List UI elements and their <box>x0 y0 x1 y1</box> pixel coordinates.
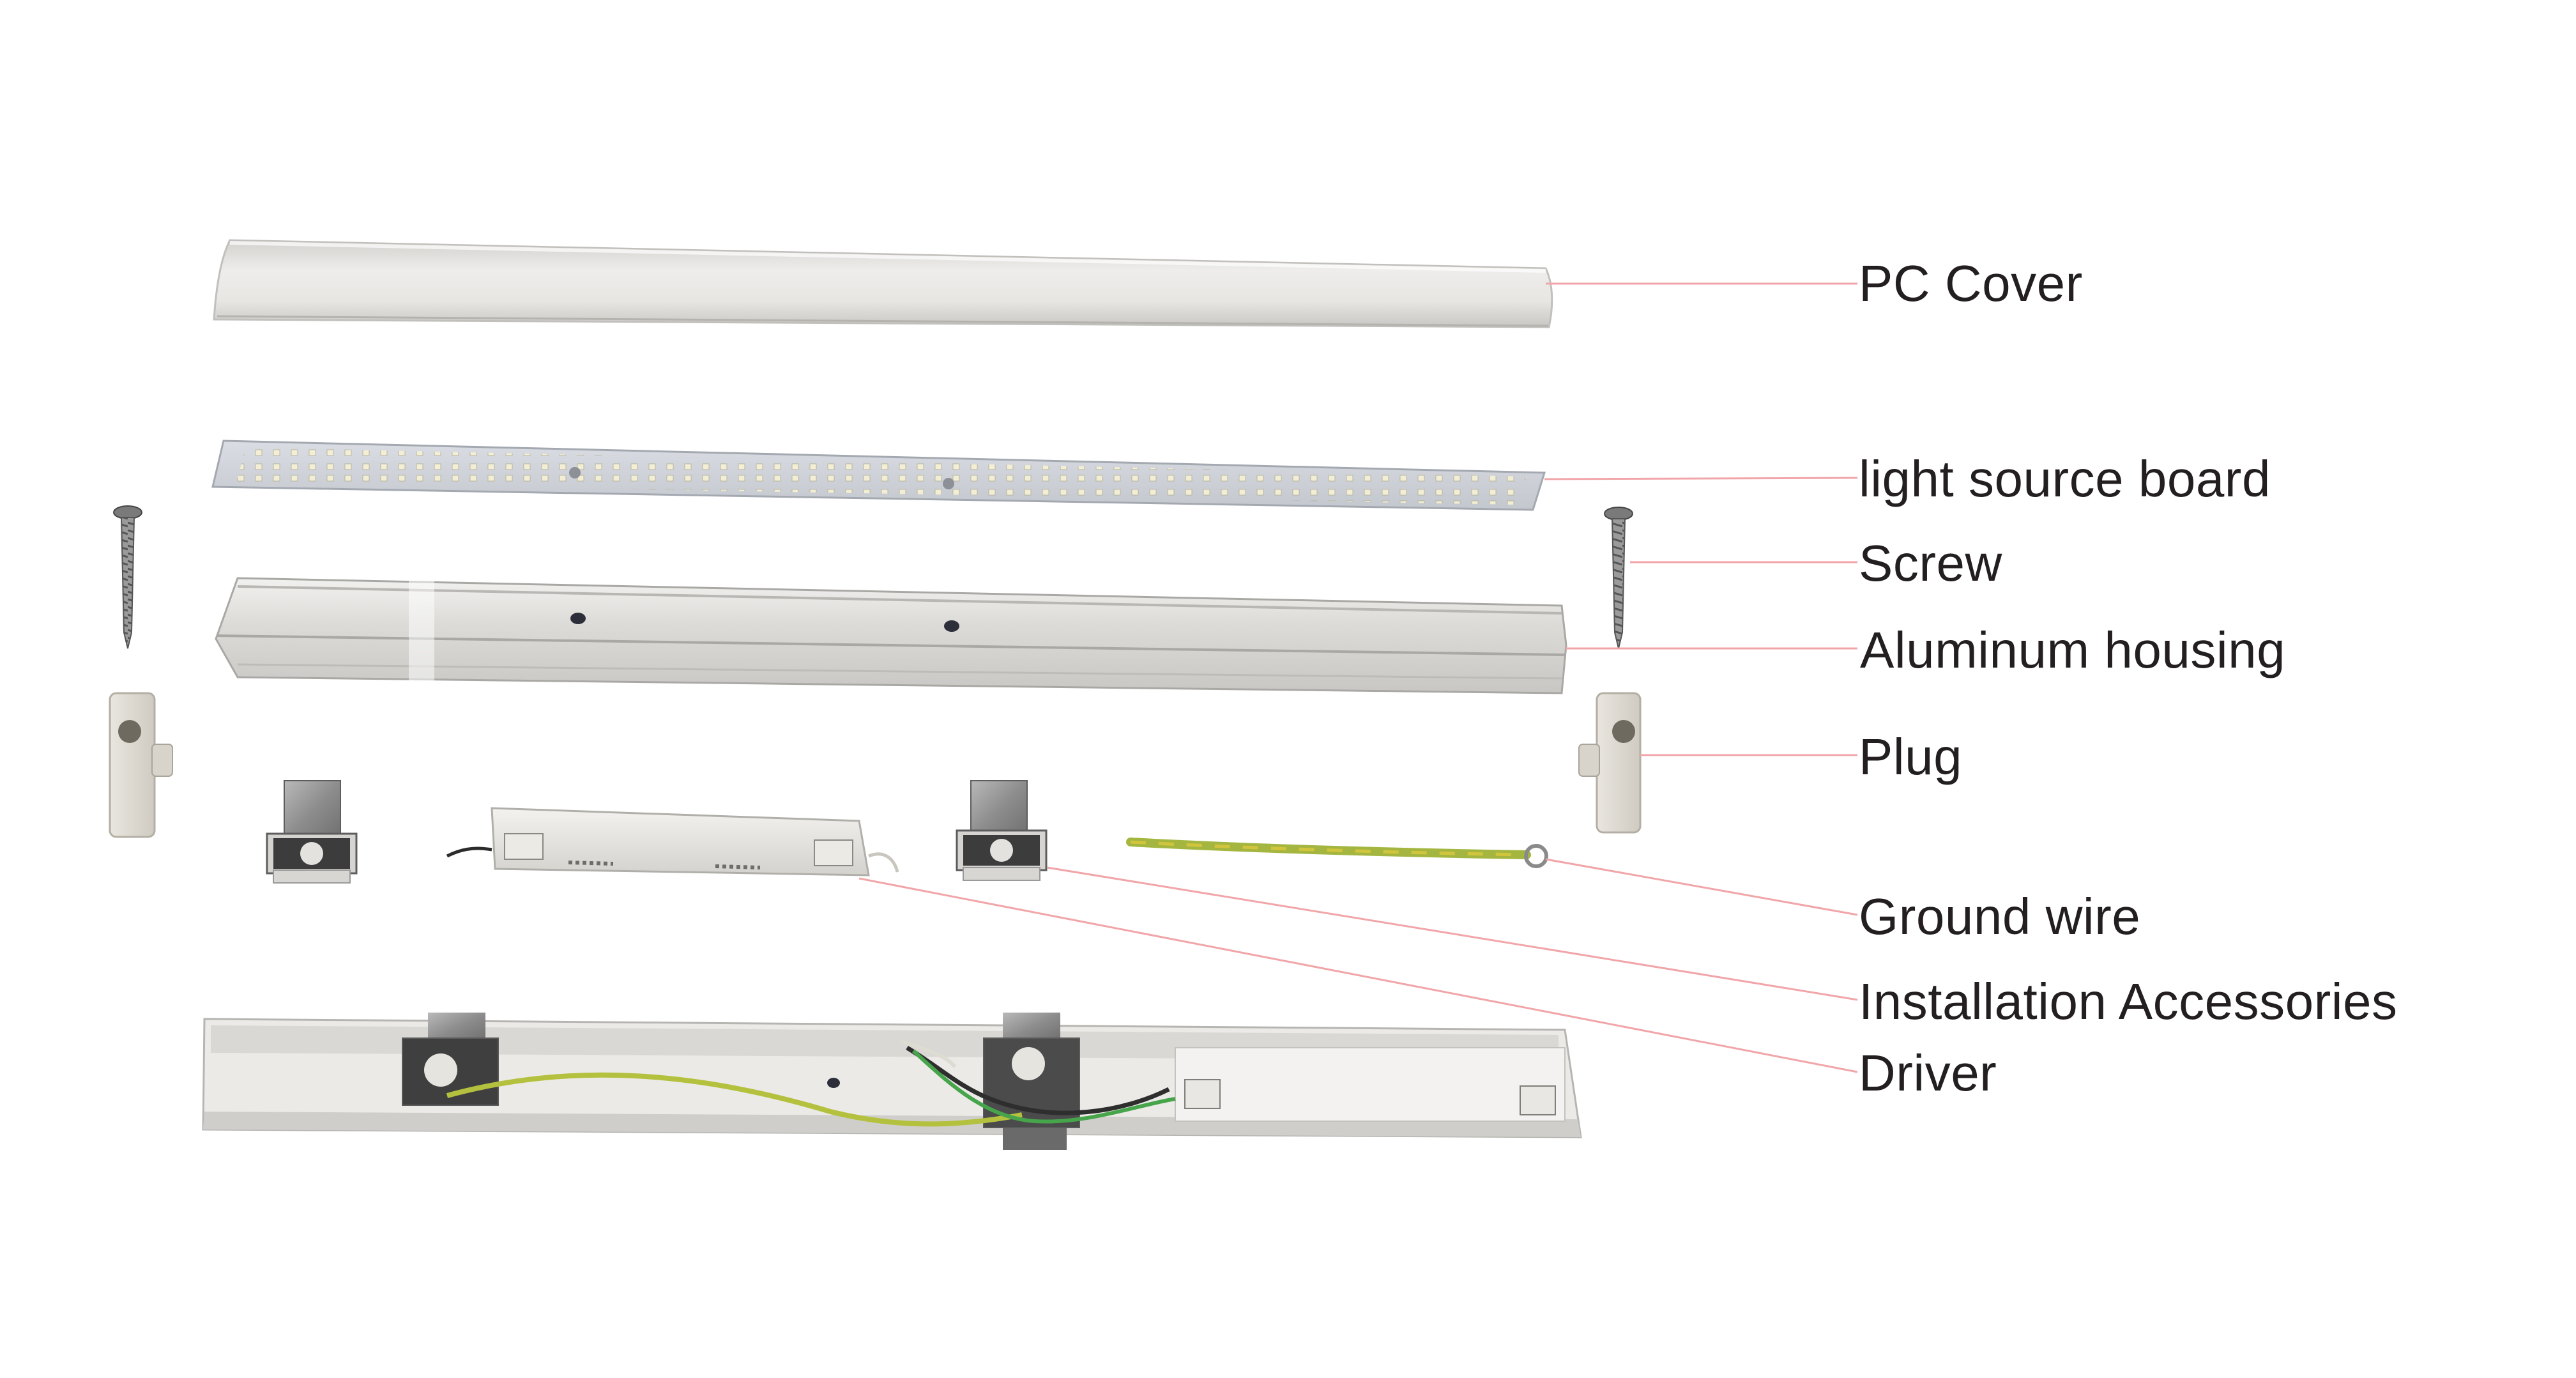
label-aluminum-housing: Aluminum housing <box>1860 622 2286 678</box>
light-source-board-part <box>211 440 1546 511</box>
mounting-bracket-right-part <box>956 780 1048 881</box>
leader-line-light-source-board <box>1544 477 1858 480</box>
leader-line-installation-accessories <box>1047 866 1858 1001</box>
label-ground-wire: Ground wire <box>1859 888 2141 945</box>
screw-left-part <box>113 505 142 649</box>
leader-line-ground-wire <box>1545 858 1858 916</box>
mounting-bracket-left-part <box>266 780 358 884</box>
label-driver: Driver <box>1859 1045 1997 1101</box>
leader-lines <box>858 282 1858 1073</box>
aluminum-housing-part <box>215 575 1567 694</box>
label-plug: Plug <box>1859 728 1963 785</box>
leader-line-driver <box>858 877 1858 1073</box>
plug-left-part <box>109 692 173 838</box>
pc-cover-part <box>213 239 1553 328</box>
screw-right-part <box>1604 507 1633 649</box>
label-pc-cover: PC Cover <box>1859 255 2083 312</box>
ground-wire-part <box>1126 838 1548 868</box>
driver-part <box>446 807 899 877</box>
label-installation-accessories: Installation Accessories <box>1859 973 2398 1030</box>
label-screw: Screw <box>1859 535 2002 592</box>
assembled-base-part <box>202 1013 1582 1150</box>
plug-right-part <box>1578 692 1642 834</box>
label-light-source-board: light source board <box>1859 450 2271 507</box>
